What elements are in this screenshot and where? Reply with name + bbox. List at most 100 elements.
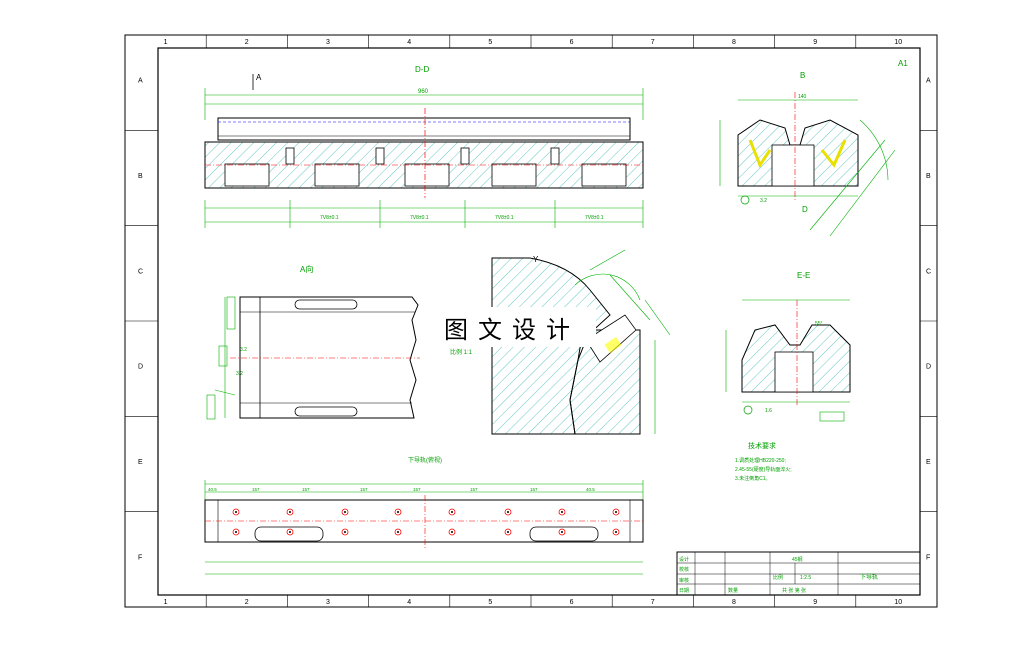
bottom-dim-label: 157	[252, 487, 260, 492]
row-label: D	[138, 364, 143, 371]
tech-req-item: 1.调质处理HB220-250;	[735, 457, 786, 464]
mounting-hole	[448, 528, 456, 536]
column-label: 2	[245, 599, 249, 606]
mounting-hole	[612, 508, 620, 516]
view-mark-y: Y	[533, 255, 539, 264]
overall-length-dim: 960	[418, 89, 429, 95]
roughness-a1: 3.2	[240, 347, 247, 353]
tech-req-item: 3.未注倒角C1。	[735, 475, 771, 482]
column-label: 7	[651, 599, 655, 606]
tech-req-item: 2.45-55(硬度)导轨面淬火;	[735, 466, 792, 473]
row-label: F	[138, 554, 142, 561]
column-label: 4	[407, 39, 411, 46]
tech-req-title: 技术要求	[748, 441, 776, 450]
bottom-dim-label: 157	[470, 487, 478, 492]
section-b-title: B	[800, 71, 805, 80]
roughness-b: 3.2	[760, 198, 767, 204]
dd-t-slots	[224, 147, 627, 187]
column-label: 4	[407, 599, 411, 606]
view-a: A向 3.2 3.2	[206, 264, 420, 420]
t-slot	[314, 163, 360, 187]
mounting-hole	[232, 508, 240, 516]
slot-neck	[375, 147, 385, 165]
sheet-frame	[124, 34, 938, 608]
tb-material: 45钢	[792, 556, 803, 563]
row-zone-ticks	[125, 130, 937, 512]
pitch-label: 7V8±0.1	[320, 215, 339, 221]
row-label: C	[926, 268, 931, 275]
pitch-label: 7V8±0.1	[585, 215, 604, 221]
column-label: 8	[732, 39, 736, 46]
mounting-hole	[612, 528, 620, 536]
tb-row-label: 设计	[679, 556, 689, 563]
tb-scale: 1:2.5	[800, 575, 811, 581]
hole-center	[289, 511, 291, 513]
mounting-hole	[394, 528, 402, 536]
mounting-hole	[448, 508, 456, 516]
section-b-view: B 140 D 3.2	[719, 71, 896, 237]
tb-part-name: 下导轨	[860, 573, 878, 581]
hole-center	[451, 531, 453, 533]
tb-quantity: 数量	[728, 587, 738, 594]
hole-center	[615, 511, 617, 513]
bottom-dim-label: 40.5	[586, 487, 595, 492]
hole-center	[397, 511, 399, 513]
row-label: B	[138, 173, 143, 180]
column-label: 9	[813, 599, 817, 606]
row-label: A	[926, 78, 931, 85]
row-label: C	[138, 268, 143, 275]
row-label: B	[926, 173, 931, 180]
column-label: 3	[326, 599, 330, 606]
column-label: 3	[326, 39, 330, 46]
mounting-hole	[232, 528, 240, 536]
row-label: E	[138, 459, 143, 466]
column-label: 5	[488, 39, 492, 46]
hole-center	[507, 511, 509, 513]
tb-row-label: 校核	[679, 566, 689, 573]
hole-center	[397, 531, 399, 533]
tech-requirements: 技术要求 1.调质处理HB220-250; 2.45-55(硬度)导轨面淬火; …	[735, 441, 792, 482]
column-label: 5	[488, 599, 492, 606]
column-label: 2	[245, 39, 249, 46]
column-label: 10	[894, 39, 902, 46]
title-block: 设计 校核 审核 日期 45钢 比例 1:2.5 下导轨 共 张 第 张 数量	[676, 551, 921, 596]
bottom-dim-label: 157	[302, 487, 310, 492]
hole-center	[561, 531, 563, 533]
roughness-ee: 1.6	[765, 408, 772, 414]
t-slot	[491, 163, 537, 187]
t-slot	[581, 163, 627, 187]
column-label: 7	[651, 39, 655, 46]
pitch-label: 7V8±0.1	[495, 215, 514, 221]
hole-center	[615, 531, 617, 533]
t-slot	[224, 163, 270, 187]
column-label: 6	[570, 599, 574, 606]
row-label: D	[926, 364, 931, 371]
column-label: 8	[732, 599, 736, 606]
mounting-holes	[232, 508, 620, 536]
hole-center	[235, 531, 237, 533]
tb-row-label: 日期	[679, 588, 689, 594]
pitch-label: 7V8±0.1	[410, 215, 429, 221]
mounting-hole	[558, 528, 566, 536]
mounting-hole	[504, 508, 512, 516]
section-b-width: 140	[798, 94, 807, 100]
column-label: 9	[813, 39, 817, 46]
mounting-hole	[286, 508, 294, 516]
mounting-hole	[341, 528, 349, 536]
hole-center	[289, 531, 291, 533]
section-ee-view: E-E 55° 1.6	[725, 271, 851, 422]
column-label: 10	[894, 599, 902, 606]
section-d-mark: D	[802, 205, 808, 214]
column-label: 1	[164, 39, 168, 46]
view-a-title: A向	[300, 264, 313, 274]
t-slot	[404, 163, 450, 187]
mounting-hole	[286, 528, 294, 536]
bottom-dim-label: 157	[360, 487, 368, 492]
pitch-dimension-labels: 7V8±0.1 7V8±0.1 7V8±0.1 7V8±0.1	[320, 215, 604, 221]
slot-neck	[285, 147, 295, 165]
